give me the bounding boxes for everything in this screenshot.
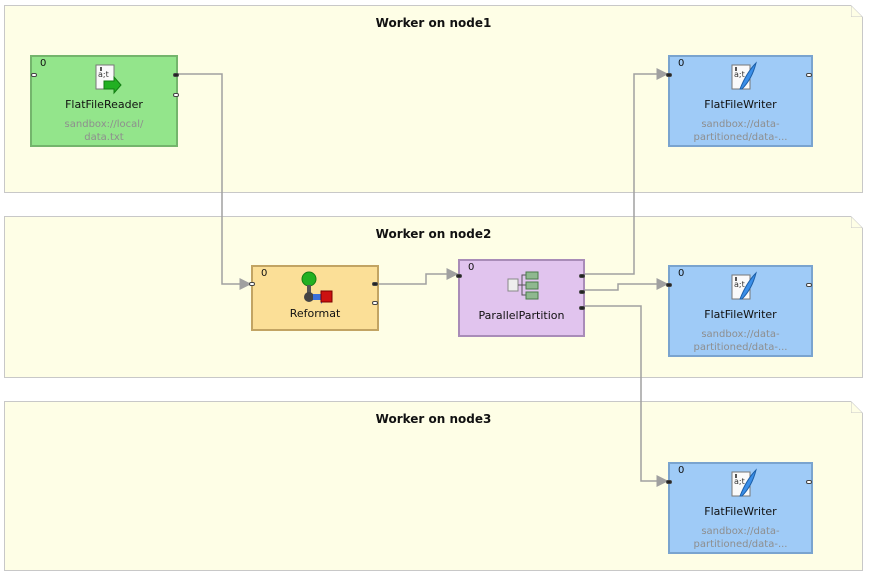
output-port[interactable] — [372, 301, 378, 305]
file-url-line2: partitioned/data-... — [693, 539, 788, 550]
svg-text:a;t: a;t — [734, 477, 745, 486]
component-name: Reformat — [289, 307, 341, 320]
component-file-url: sandbox://data- partitioned/data-... — [670, 328, 811, 354]
file-writer-icon: a;t — [731, 468, 757, 497]
component-file-url: sandbox://local/ data.txt — [32, 118, 176, 144]
output-port[interactable] — [579, 290, 585, 294]
component-name: FlatFileWriter — [704, 308, 777, 321]
lane-fold-corner — [851, 5, 863, 17]
component-name: ParallelPartition — [478, 309, 565, 322]
file-url-line1: sandbox://data- — [701, 119, 780, 130]
lane-fold-corner — [851, 216, 863, 228]
input-port[interactable] — [456, 274, 462, 278]
output-port[interactable] — [579, 306, 585, 310]
partition-icon — [507, 271, 539, 300]
lane-fold-corner — [851, 401, 863, 413]
output-port[interactable] — [806, 480, 812, 484]
flat-file-writer-component[interactable]: 0 a;t FlatFileWriter sandbox://data- par… — [666, 265, 813, 357]
output-port[interactable] — [806, 283, 812, 287]
component-name: FlatFileWriter — [704, 505, 777, 518]
reformat-icon — [301, 271, 333, 304]
component-number: 0 — [40, 58, 47, 69]
input-port[interactable] — [249, 282, 255, 286]
svg-text:a;t: a;t — [734, 280, 745, 289]
component-number: 0 — [468, 262, 475, 273]
flat-file-writer-component[interactable]: 0 a;t FlatFileWriter sandbox://data- par… — [666, 462, 813, 554]
svg-text:a;t: a;t — [98, 70, 109, 79]
component-name: FlatFileReader — [65, 98, 143, 111]
file-url-line2: partitioned/data-... — [693, 132, 788, 143]
edge-partition-writer2[interactable] — [585, 278, 669, 291]
svg-text:a;t: a;t — [734, 70, 745, 79]
output-port[interactable] — [579, 274, 585, 278]
lane-title: Worker on node2 — [375, 227, 492, 241]
file-url-line1: sandbox://local/ — [64, 119, 144, 130]
lane-title: Worker on node1 — [375, 16, 492, 30]
file-url-line1: sandbox://data- — [701, 526, 780, 537]
component-number: 0 — [678, 465, 685, 476]
reformat-component[interactable]: 0 Reformat — [249, 265, 379, 331]
file-url-line2: partitioned/data-... — [693, 342, 788, 353]
output-port[interactable] — [173, 93, 179, 97]
lane-title: Worker on node3 — [375, 412, 492, 426]
edge-partition-writer1[interactable] — [585, 68, 669, 275]
edge-partition-writer3[interactable] — [585, 305, 669, 487]
flat-file-reader-component[interactable]: 0 a;t FlatFileReader sandbox://local/ da… — [30, 55, 179, 147]
edge-reader-reformat[interactable] — [178, 73, 252, 290]
component-name: FlatFileWriter — [704, 98, 777, 111]
file-url-line1: sandbox://data- — [701, 329, 780, 340]
parallel-partition-component[interactable]: 0 ParallelPartition — [456, 259, 585, 337]
output-port[interactable] — [173, 73, 179, 77]
output-port[interactable] — [806, 73, 812, 77]
component-number: 0 — [678, 58, 685, 69]
output-port[interactable] — [372, 282, 378, 286]
file-writer-icon: a;t — [731, 271, 757, 300]
input-port[interactable] — [31, 73, 37, 77]
file-reader-icon: a;t — [95, 64, 122, 95]
flat-file-writer-component[interactable]: 0 a;t FlatFileWriter sandbox://data- par… — [666, 55, 813, 147]
edge-reformat-partition[interactable] — [379, 268, 459, 285]
input-port[interactable] — [666, 283, 672, 287]
file-url-line2: data.txt — [84, 132, 124, 143]
input-port[interactable] — [666, 73, 672, 77]
component-file-url: sandbox://data- partitioned/data-... — [670, 525, 811, 551]
component-number: 0 — [261, 268, 268, 279]
file-writer-icon: a;t — [731, 61, 757, 90]
component-number: 0 — [678, 268, 685, 279]
input-port[interactable] — [666, 480, 672, 484]
component-file-url: sandbox://data- partitioned/data-... — [670, 118, 811, 144]
